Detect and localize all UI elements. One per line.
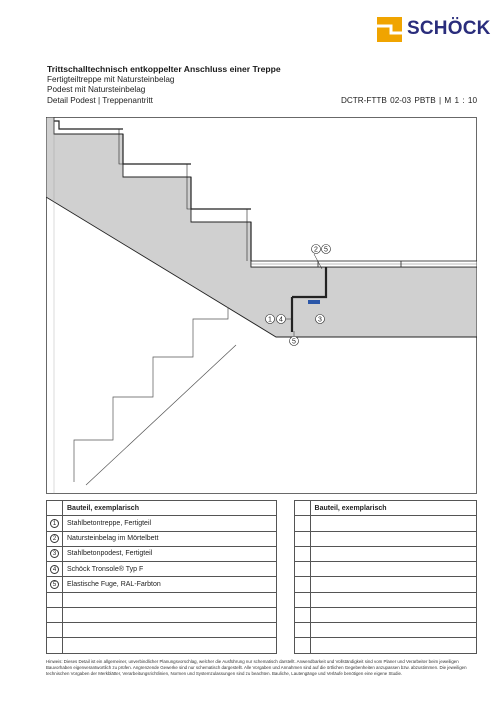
- table-row-empty: [46, 606, 478, 624]
- label-pos-4: 4: [279, 317, 283, 324]
- label-pos-5-top: 5: [324, 247, 328, 254]
- header-left: Bauteil, exemplarisch: [62, 499, 277, 517]
- table-row: 5 Elastische Fuge, RAL-Farbton: [46, 576, 478, 593]
- table-row: 2 Natursteinbelag im Mörtelbett: [46, 530, 478, 547]
- row-text: Stahlbetontreppe, Fertigteil: [62, 515, 277, 532]
- lower-stair-soffit: [85, 344, 237, 486]
- header-right: Bauteil, exemplarisch: [309, 499, 478, 517]
- row-text: Stahlbetonpodest, Fertigteil: [62, 545, 277, 563]
- parts-table-header: Bauteil, exemplarisch Bauteil, exemplari…: [46, 499, 478, 517]
- schoeck-logo-icon: [377, 17, 402, 42]
- row-number: 1: [50, 518, 59, 528]
- label-pos-2: 2: [314, 247, 318, 254]
- document-title: Trittschalltechnisch entkoppelter Anschl…: [47, 64, 281, 74]
- subtitle-line-1: Fertigteiltreppe mit Natursteinbelag: [47, 74, 175, 84]
- parts-table: Bauteil, exemplarisch Bauteil, exemplari…: [46, 499, 478, 654]
- lower-stair-outline: [73, 307, 229, 482]
- subtitle-line-2: Podest mit Natursteinbelag: [47, 85, 146, 95]
- tronsole-joint: [290, 267, 328, 332]
- row-number: 5: [50, 579, 59, 589]
- drawing-code-and-scale: DCTR-FTTB 02-03 PBTB | M 1 : 10: [340, 96, 477, 105]
- table-row: 4 Schöck Tronsole® Typ F: [46, 560, 478, 578]
- brand-name: SCHÖCK: [407, 18, 491, 39]
- row-number: 2: [50, 534, 59, 544]
- label-pos-5-bottom: 5: [292, 339, 296, 346]
- brand-logo: SCHÖCK: [377, 15, 490, 45]
- disclaimer-note: Hinweis: Dieses Detail ist ein allgemein…: [46, 659, 467, 677]
- stair-detail-drawing: 2 5 1 4 3 5: [46, 117, 477, 494]
- table-row-empty: [46, 591, 478, 608]
- table-row: 1 Stahlbetontreppe, Fertigteil: [46, 515, 478, 532]
- table-row: 3 Stahlbetonpodest, Fertigteil: [46, 545, 478, 563]
- subtitle-line-3: Detail Podest | Treppenantritt: [47, 95, 153, 105]
- tronsole-bearing: [308, 300, 320, 304]
- row-text: Natursteinbelag im Mörtelbett: [62, 530, 277, 547]
- label-pos-1: 1: [268, 317, 272, 324]
- row-number: 4: [50, 564, 59, 574]
- row-number: 3: [50, 549, 59, 559]
- table-row-empty: [46, 637, 478, 654]
- row-text: Elastische Fuge, RAL-Farbton: [62, 576, 277, 593]
- table-row-empty: [46, 621, 478, 639]
- row-text: Schöck Tronsole® Typ F: [62, 560, 277, 578]
- document-header: Trittschalltechnisch entkoppelter Anschl…: [47, 64, 477, 106]
- label-pos-3: 3: [318, 317, 322, 324]
